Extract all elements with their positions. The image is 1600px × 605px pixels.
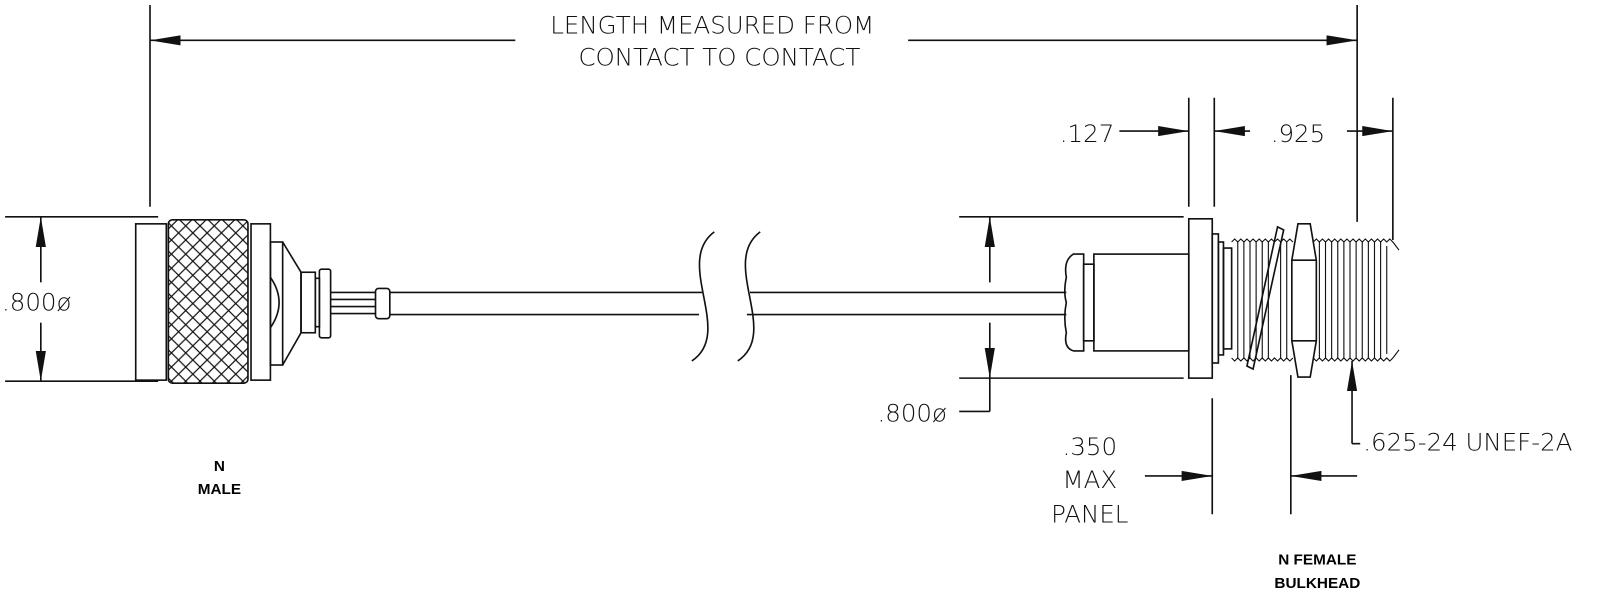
break-line-left <box>691 231 715 362</box>
lock-washer <box>1246 225 1285 371</box>
n-female-bulkhead-connector <box>1063 218 1400 379</box>
n-male-connector <box>134 219 391 384</box>
overall-length-dimension: LENGTH MEASURED FROM CONTACT TO CONTACT <box>149 5 1358 222</box>
panel-line1: .350 <box>1063 432 1117 461</box>
flange-thickness-value: .127 <box>1060 119 1114 148</box>
cable <box>389 231 1067 362</box>
left-diameter-dimension: .800ø <box>2 215 159 382</box>
length-note-line1: LENGTH MEASURED FROM <box>550 10 874 39</box>
break-line-right <box>737 231 761 362</box>
panel-line2: MAX <box>1062 465 1117 494</box>
left-diameter-value: .800ø <box>2 288 71 317</box>
thread-length-value: .925 <box>1271 119 1325 148</box>
right-connector-label-line1: N FEMALE <box>1278 552 1356 569</box>
left-connector-label-line1: N <box>214 458 225 475</box>
thread-callout: .625-24 UNEF-2A <box>1346 360 1572 457</box>
left-connector-label-line2: MALE <box>198 481 241 498</box>
panel-nut <box>1291 223 1318 378</box>
flange-and-thread-dimensions: .127 .925 <box>1060 97 1394 240</box>
panel-thickness-dimension: .350 MAX PANEL <box>1051 375 1358 528</box>
right-diameter-dimension: .800ø <box>878 215 1184 428</box>
panel-line3: PANEL <box>1051 499 1128 528</box>
thread-spec: .625-24 UNEF-2A <box>1363 428 1572 457</box>
right-connector-label-line2: BULKHEAD <box>1274 575 1360 592</box>
right-diameter-value: .800ø <box>878 399 947 428</box>
length-note-line2: CONTACT TO CONTACT <box>578 43 860 72</box>
